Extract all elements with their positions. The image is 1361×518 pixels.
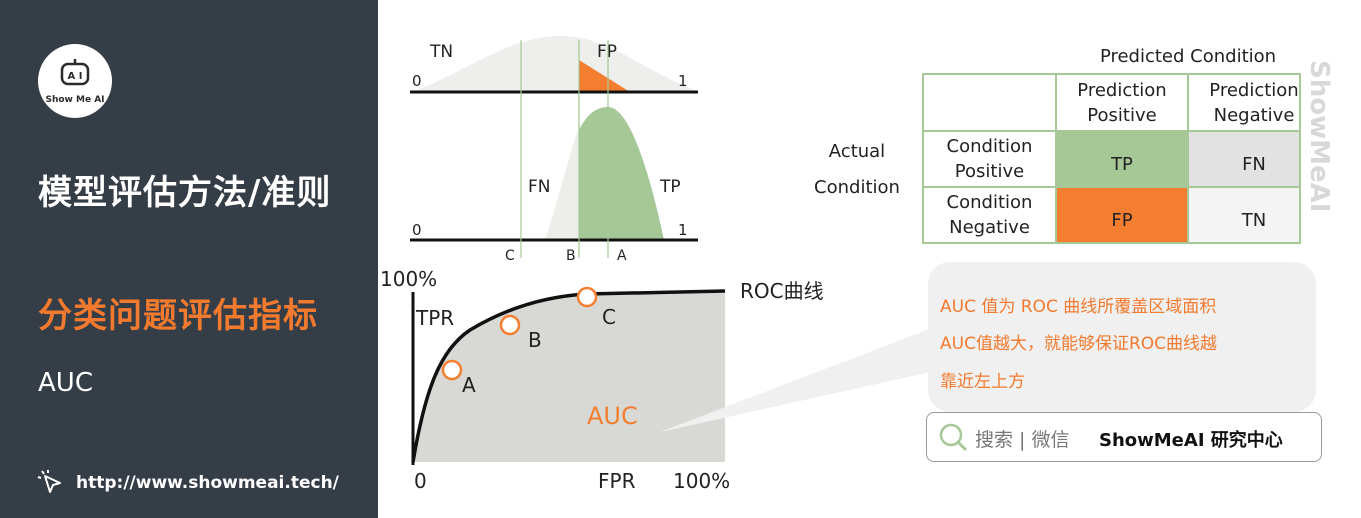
roc-point-a-label: A [462,373,476,397]
tp-cell: TP [1111,154,1133,175]
bottom-tp-area [579,107,664,240]
roc-curve-label: ROC曲线 [740,279,824,303]
roc-watermark: ShowMeAI [723,340,744,446]
callout-pointer [660,325,940,432]
bottom-fn-area [545,125,580,240]
search-brand: ShowMeAI 研究中心 [1099,430,1283,451]
wechat-search-bar[interactable]: 搜索 | 微信 ShowMeAI 研究中心 [926,412,1322,462]
threshold-label-a: A [617,248,627,264]
actual-line2: Condition [814,177,900,198]
cn-line1: Condition [946,192,1033,213]
auc-callout: AUC 值为 ROC 曲线所覆盖区域面积 AUC值越大，就能够保证ROC曲线越 … [928,262,1316,412]
pn-line1: Prediction [1209,80,1299,101]
top-fp-label: FP [597,42,617,62]
top-zero-label: 0 [412,72,422,90]
actual-line1: Actual [828,141,886,162]
predicted-condition-header: Predicted Condition [1099,46,1277,67]
threshold-label-b: B [566,248,576,264]
bottom-tp-label: TP [659,177,681,197]
svg-text:A I: A I [68,71,83,82]
cp-line2: Positive [954,161,1025,182]
auc-area [413,291,725,462]
top-one-label: 1 [678,72,688,90]
roc-x-min-label: 0 [414,469,427,493]
top-tn-label: TN [429,42,453,62]
roc-point-c-label: C [602,305,616,329]
callout-line2: AUC值越大，就能够保证ROC曲线越 [940,334,1218,354]
auc-label: AUC [587,402,638,430]
sub-title: AUC [38,368,93,398]
tp-cell-fill [1056,131,1188,187]
roc-y-max-label: 100% [380,267,437,291]
search-text: 搜索 | 微信 [975,429,1070,451]
fn-cell: FN [1242,154,1266,175]
tn-cell: TN [1241,210,1267,231]
tn-cell-fill [1188,187,1300,243]
threshold-label-c: C [505,248,515,264]
roc-point-c [576,286,598,308]
fn-cell-fill [1188,131,1300,187]
roc-x-axis-label: FPR [598,469,636,493]
diagram-canvas: TN FP 0 1 FN TP 0 1 C B A ShowMeAI A B C… [380,36,940,493]
bottom-zero-label: 0 [412,221,422,239]
search-icon [939,423,968,452]
roc-y-axis-label: TPR [415,306,454,330]
bottom-fn-label: FN [528,177,551,197]
roc-point-a [441,359,463,381]
edge-watermark: ShowMeAI [1304,60,1334,213]
topic-title: 分类问题评估指标 [38,296,318,336]
pp-line1: Prediction [1077,80,1167,101]
roc-curve [411,289,726,463]
actual-condition-label: Actual Condition [800,134,914,206]
pp-line2: Positive [1087,105,1157,126]
roc-point-b-label: B [528,328,542,352]
website-url[interactable]: http://www.showmeai.tech/ [76,473,339,493]
sidebar: A I Show Me AI 模型评估方法/准则 分类问题评估指标 AUC ht… [0,0,378,518]
confusion-matrix-grid [922,73,1301,244]
logo-text: Show Me AI [45,95,105,105]
callout-line3: 靠近左上方 [940,372,1025,392]
fp-cell: FP [1111,210,1133,231]
top-fp-area [579,60,630,92]
section-title: 模型评估方法/准则 [38,173,332,213]
website-link[interactable]: http://www.showmeai.tech/ [36,468,339,498]
cp-line1: Condition [946,136,1033,157]
cn-line2: Negative [949,217,1030,238]
pn-line2: Negative [1213,105,1295,126]
bottom-one-label: 1 [678,221,688,239]
robot-face-icon: A I [60,59,90,86]
roc-x-max-label: 100% [673,469,730,493]
callout-line1: AUC 值为 ROC 曲线所覆盖区域面积 [940,297,1217,317]
fp-cell-fill [1056,187,1188,243]
showmeai-logo[interactable]: A I Show Me AI [38,44,112,118]
top-negative-distribution [412,36,700,92]
roc-point-b [499,314,521,336]
cursor-click-icon [37,470,61,493]
